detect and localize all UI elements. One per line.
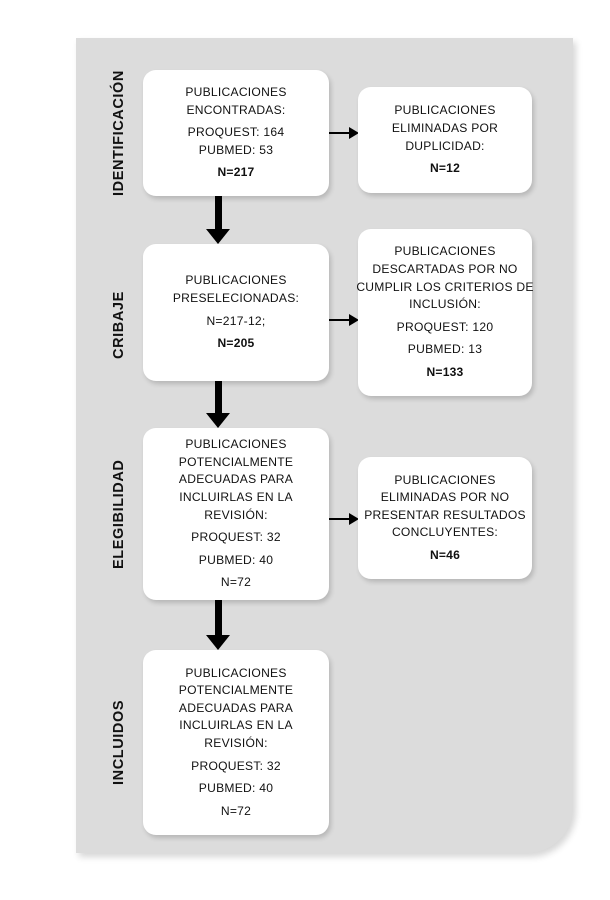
arrow-head <box>206 413 230 428</box>
box-text-line: DUPLICIDAD: <box>405 138 485 153</box>
box-text-line: N=12 <box>429 161 461 176</box>
box-text-line: PUBLICACIONES <box>185 665 287 680</box>
box-publicaciones-incluidas[interactable]: PUBLICACIONES POTENCIALMENTE ADECUADAS PAR… <box>143 650 329 835</box>
box-text-line: PUBMED: 13 <box>407 342 483 357</box>
arrow-to-no-concluyentes <box>329 513 359 525</box>
box-publicaciones-no-concluyentes[interactable]: PUBLICACIONES ELIMINADAS POR NO PRESENTAR … <box>358 457 532 579</box>
box-text-line: PRESENTAR RESULTADOS <box>364 507 526 522</box>
box-text-line: PUBLICACIONES <box>394 244 496 259</box>
box-text-line: PROQUEST: 120 <box>396 319 494 334</box>
box-text-line: INCLUSIÓN: <box>409 297 481 312</box>
arrow-head <box>206 635 230 650</box>
box-text-line: PUBLICACIONES <box>394 103 496 118</box>
box-text-line: PUBMED: 40 <box>198 781 274 796</box>
stage-label-cribaje: CRIBAJE <box>111 291 127 359</box>
box-text-line: N=46 <box>429 547 461 562</box>
box-text-line: N=205 <box>217 336 255 351</box>
box-text-line: PROQUEST: 32 <box>191 530 281 545</box>
arrow-cribaje-to-elegibilidad <box>206 381 230 428</box>
box-text-line: POTENCIALMENTE <box>178 454 294 469</box>
box-text-line: POTENCIALMENTE <box>178 683 294 698</box>
box-text-line: PUBLICACIONES <box>185 85 287 100</box>
box-text-line: N=217-12; <box>206 313 266 328</box>
box-text-line: PRESELECIONADAS: <box>172 290 300 305</box>
box-text-line: PUBLICACIONES <box>185 273 287 288</box>
arrow-head <box>349 513 359 525</box>
arrow-shaft <box>329 518 349 520</box>
arrow-to-descartadas <box>329 314 359 326</box>
box-text-line: DESCARTADAS POR NO <box>372 262 518 277</box>
box-text-line: CONCLUYENTES: <box>391 525 499 540</box>
box-text-line: ELIMINADAS POR NO <box>380 490 510 505</box>
arrow-shaft <box>214 381 222 413</box>
stage-label-incluidos: INCLUIDOS <box>111 699 127 785</box>
box-publicaciones-elegibles[interactable]: PUBLICACIONES POTENCIALMENTE ADECUADAS PAR… <box>143 428 329 600</box>
box-text-line: PUBLICACIONES <box>185 437 287 452</box>
box-text-line: PROQUEST: 164 <box>187 125 285 140</box>
box-text-line: N=133 <box>426 364 464 379</box>
arrow-head <box>349 127 359 139</box>
box-text-line: PUBMED: 53 <box>198 142 274 157</box>
box-text-line: INCLUIRLAS EN LA <box>179 489 293 504</box>
arrow-shaft <box>214 600 222 635</box>
arrow-identificacion-to-cribaje <box>206 196 230 244</box>
arrow-elegibilidad-to-incluidos <box>206 600 230 650</box>
box-text-line: ELIMINADAS POR <box>391 120 499 135</box>
box-publicaciones-preseleccionadas[interactable]: PUBLICACIONES PRESELECIONADAS: N=217-12; N=… <box>143 244 329 381</box>
box-text-line: N=72 <box>220 803 252 818</box>
box-text-line: N=72 <box>220 575 252 590</box>
box-text-line: CUMPLIR LOS CRITERIOS DE <box>356 279 534 294</box>
arrow-shaft <box>214 196 222 229</box>
box-publicaciones-descartadas[interactable]: PUBLICACIONES DESCARTADAS POR NO CUMPLIR L… <box>356 229 534 396</box>
box-text-line: ENCONTRADAS: <box>186 102 286 117</box>
box-text-line: PUBMED: 40 <box>198 552 274 567</box>
arrow-shaft <box>329 132 349 134</box>
box-text-line: REVISIÓN: <box>204 736 268 750</box>
box-text-line: N=217 <box>217 165 255 180</box>
arrow-shaft <box>329 319 349 321</box>
box-text-line: ADECUADAS PARA <box>178 472 294 487</box>
stage-label-identificacion: IDENTIFICACIÓN <box>111 69 127 196</box>
box-text-line: PROQUEST: 32 <box>191 758 281 773</box>
stage-label-elegibilidad: ELEGIBILIDAD <box>111 459 127 569</box>
box-text-line: REVISIÓN: <box>204 507 268 522</box>
box-text-line: ADECUADAS PARA <box>178 700 294 715</box>
box-text-line: INCLUIRLAS EN LA <box>179 718 293 733</box>
arrow-head <box>349 314 359 326</box>
arrow-to-duplicados <box>329 127 359 139</box>
arrow-head <box>206 229 230 244</box>
box-publicaciones-duplicadas[interactable]: PUBLICACIONES ELIMINADAS POR DUPLICIDAD: N=… <box>358 87 532 193</box>
box-text-line: PUBLICACIONES <box>394 472 496 487</box>
